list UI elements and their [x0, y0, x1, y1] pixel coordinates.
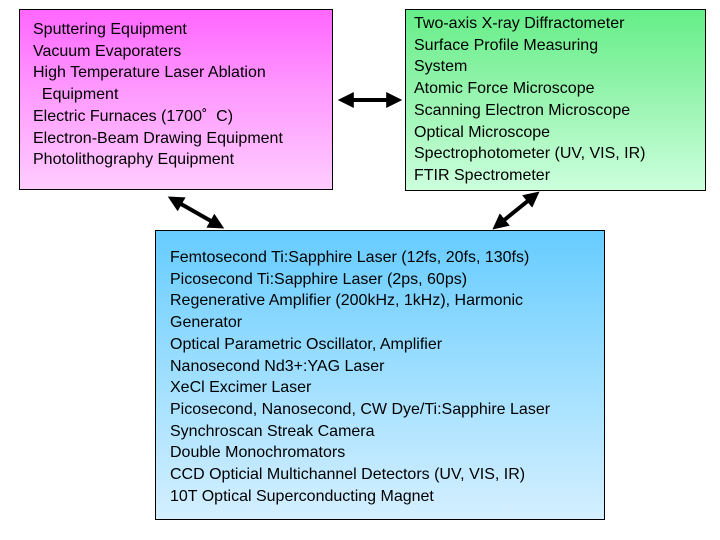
- list-item: CCD Opticial Multichannel Detectors (UV,…: [170, 466, 526, 484]
- list-item: Vacuum Evaporaters: [33, 42, 182, 60]
- laser-equipment-list: Femtosecond Ti:Sapphire Laser (12fs, 20f…: [170, 247, 604, 507]
- list-item: FTIR Spectrometer: [414, 166, 551, 184]
- list-item: Surface Profile Measuring: [414, 36, 599, 54]
- double-arrow-characterization-laser: [492, 191, 540, 230]
- list-item: High Temperature Laser Ablation: [33, 64, 266, 82]
- list-item: Optical Microscope: [414, 123, 551, 141]
- fabrication-equipment-list: Sputtering Equipment Vacuum Evaporaters …: [33, 19, 332, 171]
- list-item: Femtosecond Ti:Sapphire Laser (12fs, 20f…: [170, 249, 530, 266]
- list-item: Electric Furnaces (1700˚ C): [33, 107, 234, 125]
- list-item: Nanosecond Nd3+:YAG Laser: [170, 357, 385, 375]
- list-item: Synchroscan Streak Camera: [170, 422, 375, 440]
- list-item: Picosecond Ti:Sapphire Laser (2ps, 60ps): [170, 270, 468, 288]
- list-item: Double Monochromators: [170, 444, 346, 462]
- double-arrow-fabrication-laser: [167, 196, 225, 229]
- list-item: Picosecond, Nanosecond, CW Dye/Ti:Sapphi…: [170, 400, 551, 418]
- characterization-equipment-list: Two-axis X-ray Diffractometer Surface Pr…: [414, 13, 705, 187]
- list-item: 10T Optical Superconducting Magnet: [170, 487, 434, 505]
- list-item: Optical Parametric Oscillator, Amplifier: [170, 335, 443, 353]
- list-item: XeCl Excimer Laser: [170, 379, 312, 397]
- list-item: Spectrophotometer (UV, VIS, IR): [414, 145, 646, 163]
- list-item: System: [414, 58, 468, 76]
- list-item: Atomic Force Microscope: [414, 80, 595, 98]
- characterization-equipment-box: Two-axis X-ray Diffractometer Surface Pr…: [405, 9, 706, 191]
- list-item: Regenerative Amplifier (200kHz, 1kHz), H…: [170, 292, 524, 310]
- fabrication-equipment-box: Sputtering Equipment Vacuum Evaporaters …: [19, 9, 333, 190]
- list-item: Sputtering Equipment: [33, 21, 187, 38]
- list-item: Electron-Beam Drawing Equipment: [33, 129, 283, 147]
- list-item: Photolithography Equipment: [33, 151, 235, 169]
- laser-equipment-box: Femtosecond Ti:Sapphire Laser (12fs, 20f…: [155, 230, 605, 520]
- list-item: Scanning Electron Microscope: [414, 101, 631, 119]
- list-item: Generator: [170, 314, 243, 332]
- list-item: Equipment: [33, 86, 119, 104]
- list-item: Two-axis X-ray Diffractometer: [414, 15, 625, 32]
